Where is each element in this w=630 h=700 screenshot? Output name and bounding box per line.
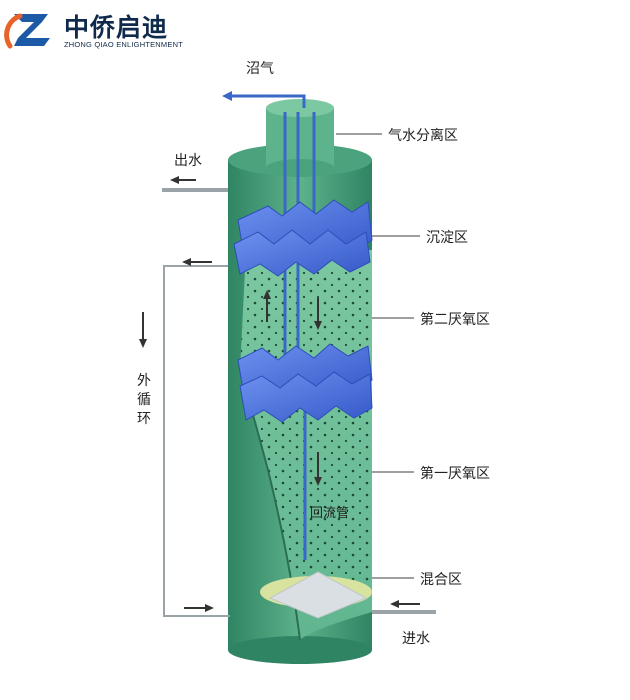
label-settling-zone: 沉淀区 bbox=[426, 230, 468, 246]
flow-arrows bbox=[139, 91, 420, 612]
label-outlet: 出水 bbox=[174, 153, 202, 169]
label-first-anaerobic-zone: 第一厌氧区 bbox=[420, 466, 490, 482]
separator-cylinder bbox=[266, 108, 334, 168]
label-inlet: 进水 bbox=[402, 631, 430, 647]
label-external-circulation: 外循环 bbox=[137, 373, 151, 427]
logo-mark-icon bbox=[4, 13, 50, 49]
label-gas-water-separation: 气水分离区 bbox=[388, 128, 458, 144]
label-return-pipe: 回流管 bbox=[310, 506, 350, 521]
logo-text-cn: 中侨启迪 bbox=[64, 13, 169, 42]
lower-settler-plates bbox=[237, 343, 373, 423]
leader-lines bbox=[336, 133, 420, 579]
separator-top bbox=[266, 99, 334, 117]
label-second-anaerobic-zone: 第二厌氧区 bbox=[420, 312, 490, 328]
label-biogas: 沼气 bbox=[246, 61, 274, 77]
label-mixing-zone: 混合区 bbox=[420, 572, 462, 588]
tank-bottom bbox=[228, 636, 372, 664]
external-circulation-line bbox=[163, 265, 230, 617]
logo: 中侨启迪 ZHONG QIAO ENLIGHTENMENT bbox=[0, 0, 220, 60]
logo-text-en: ZHONG QIAO ENLIGHTENMENT bbox=[64, 40, 183, 49]
distribution-cone bbox=[268, 571, 368, 619]
upper-settler-plates bbox=[233, 199, 373, 277]
